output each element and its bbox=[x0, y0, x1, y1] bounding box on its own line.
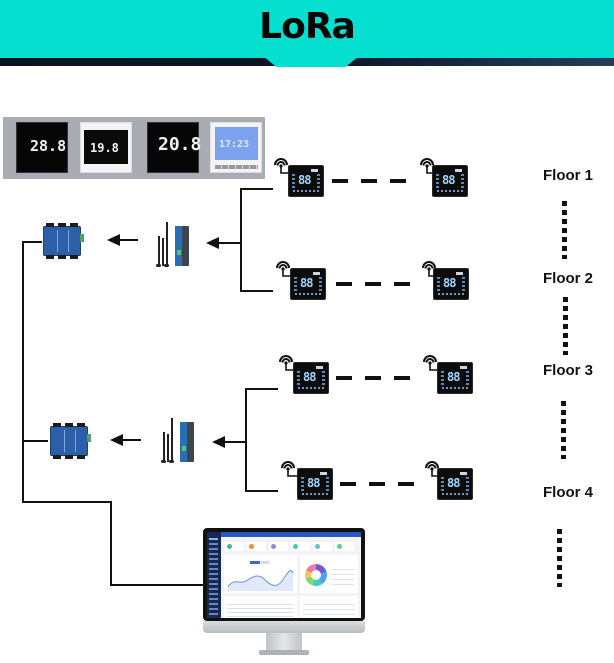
thermostat-floor-4-last: 88 bbox=[437, 468, 473, 500]
wireless-signal-icon bbox=[277, 353, 295, 373]
header-band bbox=[0, 0, 614, 58]
bus-line bbox=[22, 241, 24, 503]
wireless-signal-icon bbox=[421, 353, 439, 373]
dashed-connector bbox=[394, 376, 410, 380]
product-strip: 28.8 19.8 20.8 17:23 bbox=[3, 117, 265, 179]
vertical-dots bbox=[562, 201, 567, 259]
bus-line bbox=[110, 584, 206, 586]
dashboard-topbar bbox=[221, 532, 361, 537]
serial-gateway-lower bbox=[47, 422, 91, 460]
thermostat-display: 88 bbox=[442, 173, 455, 187]
dashed-connector bbox=[332, 179, 348, 183]
bus-line bbox=[22, 241, 42, 243]
wireless-signal-icon bbox=[272, 156, 290, 176]
product-display: 28.8 bbox=[30, 137, 67, 155]
thermostat-floor-1-first: 88 bbox=[288, 165, 324, 197]
bus-line bbox=[22, 440, 48, 442]
product-display: 20.8 bbox=[158, 134, 202, 155]
thermostat-display: 88 bbox=[443, 276, 456, 290]
management-monitor bbox=[203, 528, 365, 658]
bracket-line bbox=[240, 290, 273, 292]
dashed-connector bbox=[390, 179, 406, 183]
dashboard-line-chart bbox=[224, 555, 297, 593]
dashed-connector bbox=[361, 179, 377, 183]
wireless-signal-icon bbox=[274, 259, 292, 279]
thermostat-display: 88 bbox=[307, 476, 320, 490]
dashed-connector bbox=[369, 482, 385, 486]
arrow-left-icon bbox=[107, 234, 120, 246]
product-image-white-lcd-thermostat: 19.8 bbox=[80, 122, 132, 173]
dashed-connector bbox=[340, 482, 356, 486]
thermostat-floor-2-first: 88 bbox=[290, 268, 326, 300]
arrow-line bbox=[218, 242, 240, 244]
product-image-black-large-digit-thermostat: 20.8 bbox=[147, 122, 202, 173]
thermostat-display: 88 bbox=[303, 370, 316, 384]
donut-chart bbox=[305, 564, 327, 586]
thermostat-floor-2-last: 88 bbox=[433, 268, 469, 300]
thermostat-display: 88 bbox=[447, 370, 460, 384]
bracket-line bbox=[245, 490, 278, 492]
thermostat-display: 88 bbox=[447, 476, 460, 490]
header-tab bbox=[263, 56, 359, 67]
lora-router-upper bbox=[153, 212, 201, 270]
vertical-dots bbox=[561, 401, 566, 459]
arrow-left-icon bbox=[110, 434, 123, 446]
bracket-line bbox=[245, 388, 247, 492]
header-banner: LoRa bbox=[0, 0, 614, 67]
dashed-connector bbox=[398, 482, 414, 486]
floor-label-1: Floor 1 bbox=[543, 167, 594, 184]
arrow-line bbox=[123, 439, 141, 441]
thermostat-floor-3-last: 88 bbox=[437, 362, 473, 394]
dashed-connector bbox=[394, 282, 410, 286]
bracket-line bbox=[240, 188, 273, 190]
dashboard-table-panel bbox=[300, 596, 358, 618]
thermostat-display: 88 bbox=[300, 276, 313, 290]
thermostat-floor-3-first: 88 bbox=[293, 362, 329, 394]
product-image-black-touch-thermostat: 28.8 bbox=[16, 122, 68, 173]
arrow-line bbox=[224, 441, 246, 443]
dashed-connector bbox=[365, 282, 381, 286]
product-display: 17:23 bbox=[219, 139, 250, 150]
floor-label-4: Floor 4 bbox=[543, 484, 594, 501]
floor-label-2: Floor 2 bbox=[543, 270, 594, 287]
product-display: 19.8 bbox=[90, 141, 119, 155]
dashed-connector bbox=[336, 282, 352, 286]
arrow-line bbox=[120, 239, 138, 241]
vertical-dots bbox=[563, 297, 568, 355]
bus-line bbox=[110, 501, 112, 586]
dashboard-donut-panel bbox=[300, 555, 358, 593]
thermostat-floor-1-last: 88 bbox=[432, 165, 468, 197]
dashboard-list-panel bbox=[224, 596, 297, 618]
bracket-line bbox=[245, 388, 278, 390]
bracket-line bbox=[240, 188, 242, 292]
wireless-signal-icon bbox=[279, 459, 297, 479]
arrow-left-icon bbox=[206, 237, 219, 249]
dashed-connector bbox=[336, 376, 352, 380]
vertical-dots bbox=[557, 529, 562, 587]
bus-line bbox=[22, 501, 112, 503]
lora-router-lower bbox=[158, 408, 206, 466]
thermostat-floor-4-first: 88 bbox=[297, 468, 333, 500]
dashed-connector bbox=[365, 376, 381, 380]
dashboard-screen bbox=[207, 532, 361, 618]
dashboard-sidebar bbox=[207, 532, 221, 618]
serial-gateway-upper bbox=[40, 222, 84, 260]
page-title: LoRa bbox=[259, 6, 356, 47]
floor-label-3: Floor 3 bbox=[543, 362, 594, 379]
product-image-blue-backlit-thermostat: 17:23 bbox=[210, 122, 262, 173]
thermostat-display: 88 bbox=[298, 173, 311, 187]
arrow-left-icon bbox=[212, 436, 225, 448]
